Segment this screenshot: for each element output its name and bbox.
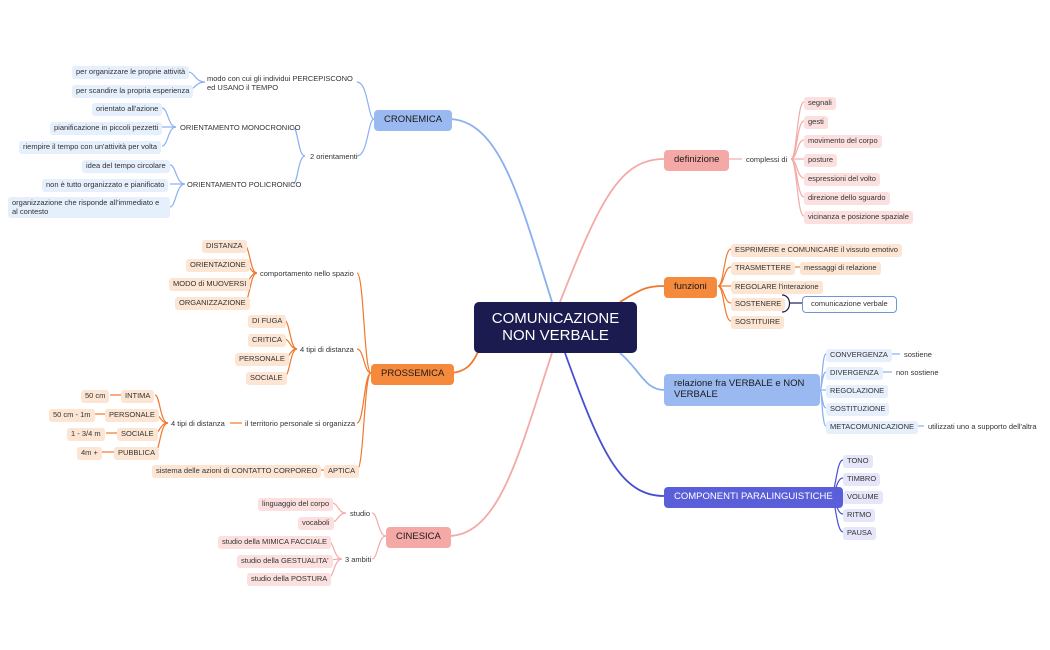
- cronemica-policronico[interactable]: ORIENTAMENTO POLICRONICO: [187, 180, 302, 189]
- funzioni-item-5[interactable]: SOSTITUIRE: [731, 316, 785, 329]
- poli-item-3[interactable]: organizzazione che risponde all'immediat…: [8, 197, 170, 219]
- studio-item-2[interactable]: vocaboli: [298, 517, 334, 530]
- definizione-item-7[interactable]: vicinanza e posizione spaziale: [804, 211, 913, 224]
- cronemica-modo-item-2[interactable]: per scandire la propria esperienza: [72, 85, 194, 98]
- trasmettere-detail[interactable]: messaggi di relazione: [800, 262, 881, 275]
- ambiti-item-2[interactable]: studio della GESTUALITA': [237, 555, 333, 568]
- definizione-item-6[interactable]: direzione dello sguardo: [804, 192, 890, 205]
- studio-item-1[interactable]: linguaggio del corpo: [258, 498, 334, 511]
- definizione-item-4[interactable]: posture: [804, 154, 838, 167]
- tipi-item-1[interactable]: DI FUGA: [248, 315, 287, 328]
- territorio-tipi[interactable]: 4 tipi di distanza: [171, 419, 225, 428]
- ambiti-item-3[interactable]: studio della POSTURA: [247, 573, 332, 586]
- relazione-item-2[interactable]: DIVERGENZA: [826, 367, 883, 380]
- branch-definizione[interactable]: definizione: [664, 150, 730, 171]
- prossemica-comportamento[interactable]: comportamento nello spazio: [260, 269, 354, 278]
- branch-prossemica[interactable]: PROSSEMICA: [371, 364, 455, 385]
- distanza-intima-valore[interactable]: 50 cm: [81, 390, 110, 403]
- branch-relazione[interactable]: relazione fra VERBALE e NON VERBALE: [664, 374, 820, 406]
- comportamento-item-3[interactable]: MODO di MUOVERSI: [169, 278, 251, 291]
- prossemica-tipi[interactable]: 4 tipi di distanza: [300, 345, 354, 354]
- componenti-item-2[interactable]: TIMBRO: [843, 473, 881, 486]
- distanza-pubblica[interactable]: PUBBLICA: [114, 447, 160, 460]
- comportamento-item-2[interactable]: ORIENTAZIONE: [186, 259, 250, 272]
- distanza-intima[interactable]: INTIMA: [121, 390, 155, 403]
- componenti-item-5[interactable]: PAUSA: [843, 527, 876, 540]
- mono-item-2[interactable]: pianificazione in piccoli pezzetti: [50, 122, 163, 135]
- poli-item-1[interactable]: idea del tempo circolare: [82, 160, 170, 173]
- distanza-pubblica-valore[interactable]: 4m +: [77, 447, 102, 460]
- tipi-item-4[interactable]: SOCIALE: [246, 372, 287, 385]
- relazione-item-1[interactable]: CONVERGENZA: [826, 349, 892, 362]
- branch-funzioni[interactable]: funzioni: [664, 277, 717, 298]
- branch-componenti[interactable]: COMPONENTI PARALINGUISTICHE: [664, 487, 843, 508]
- comportamento-item-1[interactable]: DISTANZA: [202, 240, 247, 253]
- aptica-desc[interactable]: sistema delle azioni di CONTATTO CORPORE…: [152, 465, 322, 478]
- divergenza-detail[interactable]: non sostiene: [896, 368, 939, 377]
- link-root-cronemica: [447, 118, 553, 303]
- cronemica-monocronico[interactable]: ORIENTAMENTO MONOCRONICO: [180, 123, 301, 132]
- relazione-item-3[interactable]: REGOLAZIONE: [826, 385, 889, 398]
- branch-cinesica[interactable]: CINESICA: [386, 527, 451, 548]
- definizione-item-1[interactable]: segnali: [804, 97, 836, 110]
- tipi-item-3[interactable]: PERSONALE: [235, 353, 289, 366]
- cronemica-modo[interactable]: modo con cui gli individui PERCEPISCONO …: [207, 74, 353, 92]
- branch-cronemica[interactable]: CRONEMICA: [374, 110, 453, 131]
- componenti-item-1[interactable]: TONO: [843, 455, 873, 468]
- definizione-item-3[interactable]: movimento del corpo: [804, 135, 882, 148]
- distanza-sociale-valore[interactable]: 1 - 3/4 m: [67, 428, 105, 441]
- mono-item-1[interactable]: orientato all'azione: [92, 103, 163, 116]
- definizione-item-5[interactable]: espressioni del volto: [804, 173, 880, 186]
- meta-detail[interactable]: utilizzati uno a supporto dell'altra: [928, 422, 1037, 431]
- cinesica-ambiti[interactable]: 3 ambiti: [345, 555, 372, 564]
- link-root-definizione: [559, 158, 665, 303]
- definizione-complessi[interactable]: complessi di: [746, 155, 788, 164]
- distanza-sociale[interactable]: SOCIALE: [117, 428, 158, 441]
- cronemica-orientamenti[interactable]: 2 orientamenti: [310, 152, 358, 161]
- definizione-item-2[interactable]: gesti: [804, 116, 828, 129]
- link-root-cinesica: [447, 352, 553, 537]
- sostenere-detail[interactable]: comunicazione verbale: [802, 296, 897, 313]
- funzioni-item-2[interactable]: TRASMETTERE: [731, 262, 795, 275]
- relazione-item-4[interactable]: SOSTITUZIONE: [826, 403, 890, 416]
- poli-item-2[interactable]: non è tutto organizzato e pianificato: [42, 179, 169, 192]
- cinesica-studio[interactable]: studio: [350, 509, 371, 518]
- relazione-item-5[interactable]: METACOMUNICAZIONE: [826, 421, 919, 434]
- link-root-componenti: [564, 352, 665, 497]
- convergenza-detail[interactable]: sostiene: [904, 350, 932, 359]
- componenti-item-3[interactable]: VOLUME: [843, 491, 883, 504]
- ambiti-item-1[interactable]: studio della MIMICA FACCIALE: [218, 536, 332, 549]
- distanza-personale[interactable]: PERSONALE: [105, 409, 159, 422]
- funzioni-item-1[interactable]: ESPRIMERE e COMUNICARE il vissuto emotiv…: [731, 244, 902, 257]
- prossemica-territorio[interactable]: il territorio personale si organizza: [245, 419, 356, 428]
- distanza-personale-valore[interactable]: 50 cm - 1m: [49, 409, 95, 422]
- componenti-item-4[interactable]: RITMO: [843, 509, 876, 522]
- prossemica-aptica[interactable]: APTICA: [324, 465, 360, 478]
- cronemica-modo-item-1[interactable]: per organizzare le proprie attività: [72, 66, 190, 79]
- funzioni-item-4[interactable]: SOSTENERE: [731, 298, 786, 311]
- tipi-item-2[interactable]: CRITICA: [248, 334, 286, 347]
- comportamento-item-4[interactable]: ORGANIZZAZIONE: [175, 297, 250, 310]
- funzioni-item-3[interactable]: REGOLARE l'interazione: [731, 281, 823, 294]
- link-root-relazione: [619, 352, 665, 391]
- link-root-funzioni: [619, 285, 665, 303]
- root-topic[interactable]: COMUNICAZIONE NON VERBALE: [474, 302, 637, 353]
- mono-item-3[interactable]: riempire il tempo con un'attività per vo…: [19, 141, 161, 154]
